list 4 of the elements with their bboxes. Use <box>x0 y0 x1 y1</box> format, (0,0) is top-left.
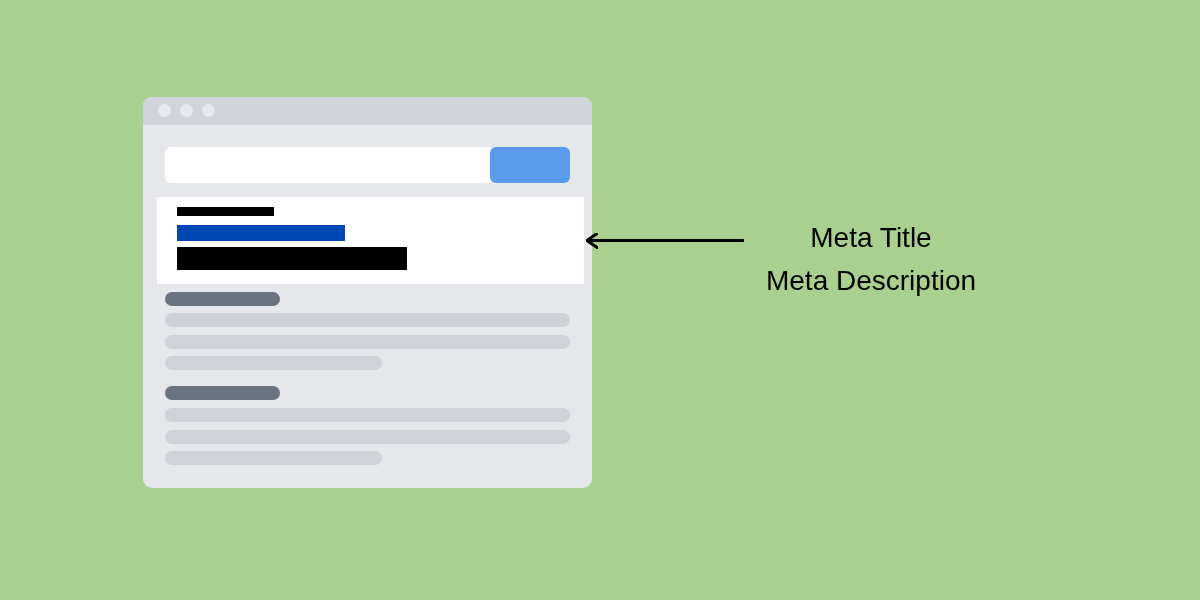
search-result-panel <box>157 197 584 284</box>
arrow <box>585 232 744 249</box>
callout-text: Meta Title <box>810 221 932 255</box>
callout-text: Meta Description <box>765 264 977 298</box>
